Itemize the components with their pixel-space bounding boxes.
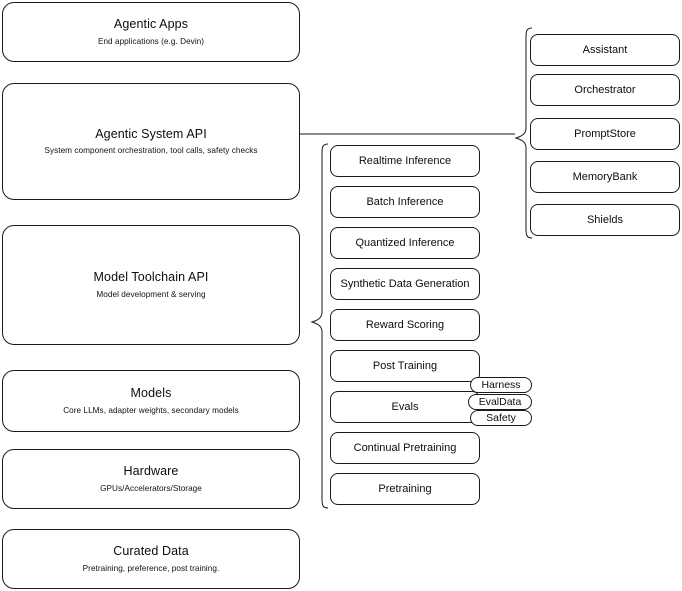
bracket-toolchain	[300, 138, 334, 520]
pill-label: Safety	[486, 412, 516, 424]
chip-label: Orchestrator	[574, 84, 636, 96]
layer-title: Models	[130, 386, 172, 401]
pill-label: Harness	[481, 379, 521, 391]
toolchain-chip-pretraining[interactable]: Pretraining	[330, 473, 480, 505]
stack-layer-curated-data[interactable]: Curated Data Pretraining, preference, po…	[2, 529, 300, 589]
pill-label: EvalData	[478, 396, 522, 408]
chip-label: Post Training	[372, 360, 438, 372]
layer-title: Hardware	[123, 464, 179, 479]
layer-title: Agentic System API	[95, 126, 207, 141]
toolchain-chip-realtime-inference[interactable]: Realtime Inference	[330, 145, 480, 177]
toolchain-chip-quantized-inference[interactable]: Quantized Inference	[330, 227, 480, 259]
chip-label: Evals	[391, 401, 419, 413]
chip-label: Shields	[586, 214, 624, 226]
layer-title: Curated Data	[113, 544, 189, 559]
system-chip-orchestrator[interactable]: Orchestrator	[530, 74, 680, 106]
chip-label: Realtime Inference	[358, 155, 452, 167]
chip-label: Batch Inference	[366, 196, 444, 208]
layer-subtitle: End applications (e.g. Devin)	[97, 36, 205, 46]
layer-subtitle: Core LLMs, adapter weights, secondary mo…	[63, 405, 239, 415]
chip-label: Quantized Inference	[355, 237, 455, 249]
layer-subtitle: Pretraining, preference, post training.	[82, 563, 220, 573]
stack-layer-agentic-system-api[interactable]: Agentic System API System component orch…	[2, 83, 300, 200]
toolchain-chip-reward-scoring[interactable]: Reward Scoring	[330, 309, 480, 341]
toolchain-chip-post-training[interactable]: Post Training	[330, 350, 480, 382]
evals-pill-harness[interactable]: Harness	[470, 377, 532, 393]
stack-layer-model-toolchain-api[interactable]: Model Toolchain API Model development & …	[2, 225, 300, 345]
chip-label: Assistant	[582, 44, 628, 56]
chip-label: Pretraining	[378, 483, 432, 495]
system-chip-memorybank[interactable]: MemoryBank	[530, 161, 680, 193]
layer-title: Model Toolchain API	[93, 270, 209, 285]
chip-label: Continual Pretraining	[353, 442, 457, 454]
layer-subtitle: Model development & serving	[96, 289, 206, 299]
chip-label: PromptStore	[574, 128, 636, 140]
stack-layer-hardware[interactable]: Hardware GPUs/Accelerators/Storage	[2, 449, 300, 509]
layer-title: Agentic Apps	[113, 17, 189, 32]
evals-pill-evaldata[interactable]: EvalData	[468, 394, 532, 410]
chip-label: Reward Scoring	[365, 319, 445, 331]
chip-label: MemoryBank	[572, 171, 638, 183]
toolchain-chip-synthetic-data-generation[interactable]: Synthetic Data Generation	[330, 268, 480, 300]
system-chip-assistant[interactable]: Assistant	[530, 34, 680, 66]
stack-layer-models[interactable]: Models Core LLMs, adapter weights, secon…	[2, 370, 300, 432]
toolchain-chip-continual-pretraining[interactable]: Continual Pretraining	[330, 432, 480, 464]
layer-subtitle: System component orchestration, tool cal…	[44, 146, 258, 156]
system-chip-shields[interactable]: Shields	[530, 204, 680, 236]
toolchain-chip-evals[interactable]: Evals	[330, 391, 480, 423]
system-chip-promptstore[interactable]: PromptStore	[530, 118, 680, 150]
chip-label: Synthetic Data Generation	[340, 278, 470, 290]
stack-layer-agentic-apps[interactable]: Agentic Apps End applications (e.g. Devi…	[2, 2, 300, 62]
connector-system-api-to-components	[300, 126, 522, 144]
evals-pill-safety[interactable]: Safety	[470, 410, 532, 426]
layer-subtitle: GPUs/Accelerators/Storage	[100, 483, 202, 493]
toolchain-chip-batch-inference[interactable]: Batch Inference	[330, 186, 480, 218]
